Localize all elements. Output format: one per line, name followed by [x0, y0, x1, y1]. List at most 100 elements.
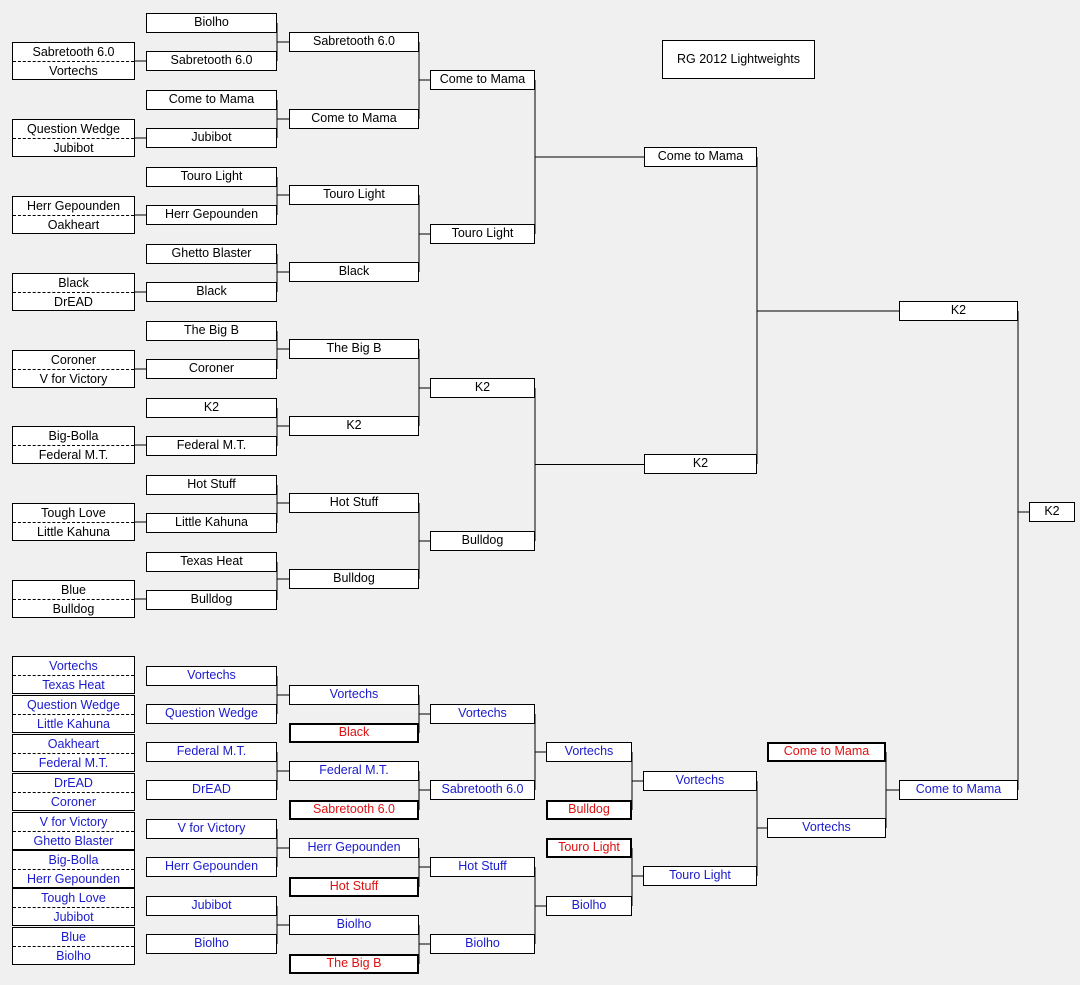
losers-r3-slot-0: Vortechs	[430, 704, 535, 724]
winners-r0-match-2-slot-bottom: Oakheart	[47, 218, 100, 232]
losers-r2-slot-4: Herr Gepounden	[289, 838, 419, 858]
losers-r0-match-3-slot-top: DrEAD	[13, 774, 134, 793]
losers-r2-slot-6: Biolho	[289, 915, 419, 935]
winners-r4-slot-0: Come to Mama	[644, 147, 757, 167]
losers-r0-match-5-slot-bottom: Herr Gepounden	[26, 872, 121, 886]
losers-r4-slot-1: Bulldog	[546, 800, 632, 820]
grand-final-slot: K2	[1029, 502, 1075, 522]
losers-r5-slot-1: Touro Light	[643, 866, 757, 886]
winners-r1-slot-6: Ghetto Blaster	[146, 244, 277, 264]
winners-r0-match-4-slot-top: Coroner	[13, 351, 134, 370]
winners-r0-match-7-slot-top: Blue	[13, 581, 134, 600]
losers-r2-slot-2: Federal M.T.	[289, 761, 419, 781]
winners-r4-slot-1: K2	[644, 454, 757, 474]
winners-r2-slot-0: Sabretooth 6.0	[289, 32, 419, 52]
losers-r0-match-1-slot-bottom: Little Kahuna	[37, 717, 110, 731]
winners-r3-slot-3: Bulldog	[430, 531, 535, 551]
losers-r0-match-0-slot-top: Vortechs	[13, 657, 134, 676]
losers-r3-slot-1: Sabretooth 6.0	[430, 780, 535, 800]
winners-r0-match-3-slot-bottom: DrEAD	[54, 295, 93, 309]
winners-r3-slot-1: Touro Light	[430, 224, 535, 244]
losers-r4-slot-0: Vortechs	[546, 742, 632, 762]
winners-r1-slot-10: K2	[146, 398, 277, 418]
winners-r3-slot-2: K2	[430, 378, 535, 398]
losers-r0-match-2-slot-top: Oakheart	[13, 735, 134, 754]
losers-r3-slot-2: Hot Stuff	[430, 857, 535, 877]
losers-r2-slot-3: Sabretooth 6.0	[289, 800, 419, 820]
winners-r0-match-6-slot-bottom: Little Kahuna	[37, 525, 110, 539]
losers-r0-match-7-slot-bottom: Biolho	[56, 949, 91, 963]
losers-r1-slot-6: Jubibot	[146, 896, 277, 916]
losers-r0-match-3: DrEAD Coroner	[12, 773, 135, 811]
winners-r1-slot-1: Sabretooth 6.0	[146, 51, 277, 71]
winners-r0-match-5-slot-top: Big-Bolla	[13, 427, 134, 446]
winners-r2-slot-6: Hot Stuff	[289, 493, 419, 513]
winners-r1-slot-2: Come to Mama	[146, 90, 277, 110]
winners-r2-slot-5: K2	[289, 416, 419, 436]
winners-r2-slot-7: Bulldog	[289, 569, 419, 589]
winners-r0-match-7-slot-bottom: Bulldog	[52, 602, 95, 616]
losers-r0-match-3-slot-bottom: Coroner	[50, 795, 97, 809]
winners-r3-slot-0: Come to Mama	[430, 70, 535, 90]
winners-r1-slot-0: Biolho	[146, 13, 277, 33]
losers-final-slot: Come to Mama	[899, 780, 1018, 800]
winners-r0-match-4-slot-bottom: V for Victory	[39, 372, 108, 386]
winners-r2-slot-3: Black	[289, 262, 419, 282]
losers-r0-match-1-slot-top: Question Wedge	[13, 696, 134, 715]
losers-r1-slot-0: Vortechs	[146, 666, 277, 686]
winners-r2-slot-1: Come to Mama	[289, 109, 419, 129]
losers-r0-match-2-slot-bottom: Federal M.T.	[38, 756, 109, 770]
losers-r0-match-4-slot-bottom: Ghetto Blaster	[33, 834, 114, 848]
losers-r2-slot-5: Hot Stuff	[289, 877, 419, 897]
losers-r4-slot-3: Biolho	[546, 896, 632, 916]
losers-r6-slot-0: Come to Mama	[767, 742, 886, 762]
losers-r2-slot-7: The Big B	[289, 954, 419, 974]
losers-r0-match-4-slot-top: V for Victory	[13, 813, 134, 832]
losers-r1-slot-3: DrEAD	[146, 780, 277, 800]
winners-r1-slot-11: Federal M.T.	[146, 436, 277, 456]
losers-r0-match-0-slot-bottom: Texas Heat	[42, 678, 105, 692]
losers-r2-slot-1: Black	[289, 723, 419, 743]
winners-r2-slot-2: Touro Light	[289, 185, 419, 205]
losers-r1-slot-2: Federal M.T.	[146, 742, 277, 762]
losers-r1-slot-1: Question Wedge	[146, 704, 277, 724]
winners-r1-slot-3: Jubibot	[146, 128, 277, 148]
winners-r1-slot-12: Hot Stuff	[146, 475, 277, 495]
winners-r1-slot-8: The Big B	[146, 321, 277, 341]
winners-r1-slot-5: Herr Gepounden	[146, 205, 277, 225]
winners-r1-slot-13: Little Kahuna	[146, 513, 277, 533]
winners-r1-slot-15: Bulldog	[146, 590, 277, 610]
losers-r0-match-7-slot-top: Blue	[13, 928, 134, 947]
losers-r5-slot-0: Vortechs	[643, 771, 757, 791]
winners-r0-match-1-slot-top: Question Wedge	[13, 120, 134, 139]
losers-r1-slot-5: Herr Gepounden	[146, 857, 277, 877]
winners-r0-match-5-slot-bottom: Federal M.T.	[38, 448, 109, 462]
winners-r1-slot-7: Black	[146, 282, 277, 302]
winners-r0-match-3-slot-top: Black	[13, 274, 134, 293]
winners-r2-slot-4: The Big B	[289, 339, 419, 359]
losers-r6-slot-1: Vortechs	[767, 818, 886, 838]
winners-r0-match-4: Coroner V for Victory	[12, 350, 135, 388]
losers-r1-slot-7: Biolho	[146, 934, 277, 954]
winners-r1-slot-14: Texas Heat	[146, 552, 277, 572]
winners-r0-match-0-slot-bottom: Vortechs	[49, 64, 98, 78]
winners-r0-match-1-slot-bottom: Jubibot	[53, 141, 94, 155]
losers-r2-slot-0: Vortechs	[289, 685, 419, 705]
losers-r4-slot-2: Touro Light	[546, 838, 632, 858]
winners-r1-slot-9: Coroner	[146, 359, 277, 379]
losers-r0-match-6-slot-top: Tough Love	[13, 889, 134, 908]
winners-r0-match-6-slot-top: Tough Love	[13, 504, 134, 523]
winners-r1-slot-4: Touro Light	[146, 167, 277, 187]
